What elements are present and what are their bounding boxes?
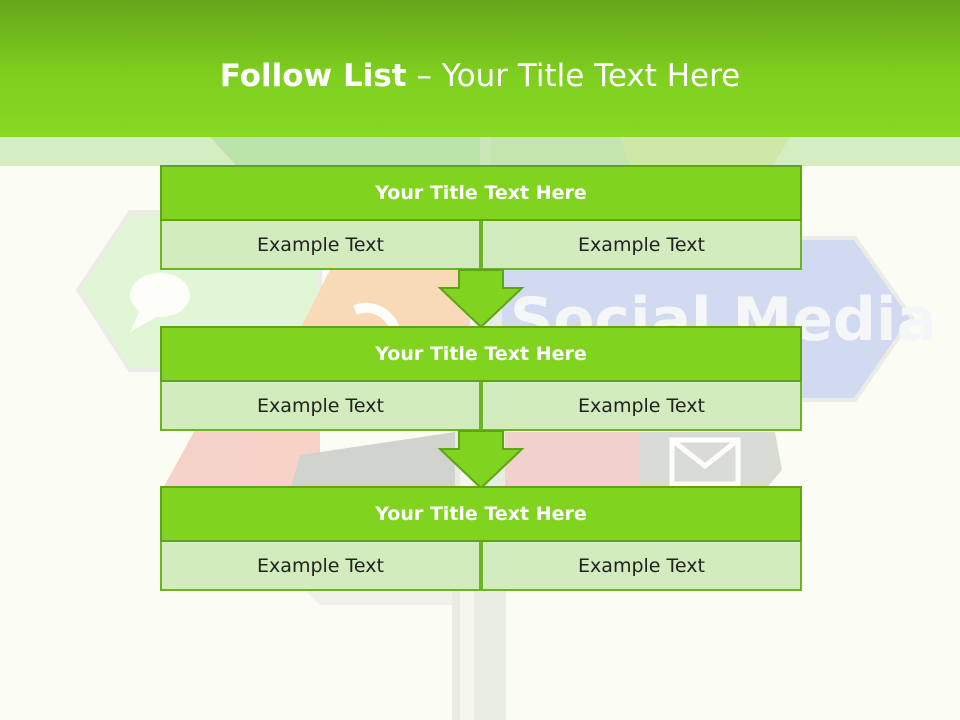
down-arrow-icon bbox=[437, 269, 525, 329]
block-title: Your Title Text Here bbox=[160, 486, 802, 542]
slide-title: Follow List – Your Title Text Here bbox=[0, 56, 960, 96]
block-title: Your Title Text Here bbox=[160, 326, 802, 382]
follow-list-block-3: Your Title Text Here Example Text Exampl… bbox=[160, 486, 802, 591]
block-title: Your Title Text Here bbox=[160, 165, 802, 221]
slide-title-rest: – Your Title Text Here bbox=[406, 58, 741, 94]
block-cell-right: Example Text bbox=[481, 221, 802, 270]
block-row: Example Text Example Text bbox=[160, 221, 802, 270]
rss-icon bbox=[353, 302, 400, 332]
block-cell-right: Example Text bbox=[481, 542, 802, 591]
block-cell-left: Example Text bbox=[160, 382, 481, 431]
block-cell-left: Example Text bbox=[160, 221, 481, 270]
title-header-bar bbox=[0, 0, 960, 137]
follow-list-block-2: Your Title Text Here Example Text Exampl… bbox=[160, 326, 802, 431]
block-cell-left: Example Text bbox=[160, 542, 481, 591]
header-divider-strip bbox=[0, 137, 960, 166]
block-row: Example Text Example Text bbox=[160, 382, 802, 431]
down-arrow-icon bbox=[437, 430, 525, 490]
block-row: Example Text Example Text bbox=[160, 542, 802, 591]
mail-envelope-icon bbox=[669, 437, 741, 487]
slide-title-bold: Follow List bbox=[219, 58, 407, 94]
block-cell-right: Example Text bbox=[481, 382, 802, 431]
chat-bubble-icon bbox=[130, 273, 190, 332]
follow-list-block-1: Your Title Text Here Example Text Exampl… bbox=[160, 165, 802, 270]
